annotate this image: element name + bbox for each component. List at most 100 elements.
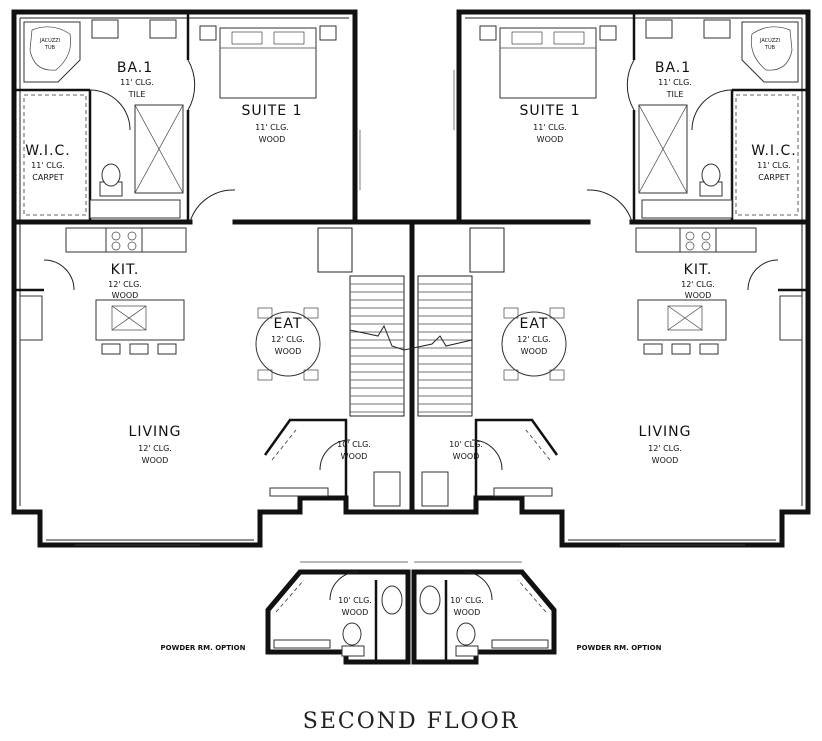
powder-left-wall — [265, 569, 411, 665]
right-living-ceiling: 12' CLG. — [648, 444, 682, 453]
powder-right-wall — [411, 569, 557, 665]
powder-left-sink — [381, 585, 403, 615]
powder-right-ceiling: 10' CLG. — [450, 596, 484, 605]
right-bath-sink-2 — [703, 19, 731, 39]
left-tub-line2: TUB — [44, 45, 56, 51]
left-fridge — [19, 295, 43, 341]
right-wic-door — [691, 89, 733, 131]
right-fridge — [779, 295, 803, 341]
left-stool-2 — [129, 343, 149, 355]
left-bath-finish: TILE — [128, 90, 146, 99]
right-cooktop — [679, 227, 717, 253]
left-kitchen-finish: WOOD — [112, 291, 139, 300]
powder-left-ceiling: 10' CLG. — [338, 596, 372, 605]
right-nightstand-2 — [599, 25, 617, 41]
right-suite-finish: WOOD — [537, 135, 564, 144]
right-suite-door — [586, 189, 633, 223]
powder-right-label: POWDER RM. OPTION — [577, 644, 662, 652]
right-wic-shelving — [735, 94, 799, 216]
right-wic-ceiling: 11' CLG. — [757, 161, 791, 170]
right-stool-2 — [671, 343, 691, 355]
right-suite-ceiling: 11' CLG. — [533, 123, 567, 132]
right-eat-finish: WOOD — [521, 347, 548, 356]
left-suite-finish: WOOD — [259, 135, 286, 144]
powder-right-toilet — [456, 622, 476, 646]
left-eat-finish: WOOD — [275, 347, 302, 356]
powder-right-finish: WOOD — [454, 608, 481, 617]
left-eat-table — [255, 311, 321, 377]
left-suite-ceiling: 11' CLG. — [255, 123, 289, 132]
powder-left-toilet — [342, 622, 362, 646]
right-bath-vanity — [641, 199, 733, 219]
left-hall-shelf — [269, 487, 329, 497]
right-stair — [417, 227, 505, 417]
left-wic-finish: CARPET — [32, 173, 63, 182]
left-stool-3 — [157, 343, 177, 355]
left-living-name: LIVING — [129, 424, 182, 440]
right-eat-table — [501, 311, 567, 377]
left-bath-sink-1 — [91, 19, 119, 39]
right-living-finish: WOOD — [652, 456, 679, 465]
left-wic-name: W.I.C. — [25, 143, 71, 159]
plan-title: SECOND FLOOR — [303, 709, 519, 734]
left-unit — [11, 9, 415, 548]
left-suite-bed — [219, 27, 317, 99]
left-nightstand-2 — [319, 25, 337, 41]
right-unit-outer-wall — [409, 9, 811, 548]
right-kitchen-finish: WOOD — [685, 291, 712, 300]
left-cooktop — [105, 227, 143, 253]
left-hall-closet — [373, 471, 401, 507]
left-bath-vanity — [89, 199, 181, 219]
left-living-ceiling: 12' CLG. — [138, 444, 172, 453]
right-jacuzzi-tub — [741, 21, 799, 83]
right-tub-line1: JACUZZI — [759, 38, 780, 44]
left-living-finish: WOOD — [142, 456, 169, 465]
left-tub-line1: JACUZZI — [39, 38, 60, 44]
right-bath-finish: TILE — [666, 90, 684, 99]
right-living-name: LIVING — [639, 424, 692, 440]
right-stool-1 — [643, 343, 663, 355]
left-kitchen-name: KIT. — [111, 262, 140, 278]
right-wic-name: W.I.C. — [751, 143, 797, 159]
right-hall-ceiling: 10' CLG. — [449, 440, 483, 449]
right-suite-bed — [499, 27, 597, 99]
left-unit-outer-wall — [11, 9, 415, 548]
right-pantry-door — [747, 259, 779, 291]
right-wic-finish: CARPET — [758, 173, 789, 182]
right-nightstand-1 — [479, 25, 497, 41]
right-tub-line2: TUB — [764, 45, 776, 51]
left-bath-toilet — [101, 163, 121, 187]
powder-right-sink — [419, 585, 441, 615]
left-wic-ceiling: 11' CLG. — [31, 161, 65, 170]
right-eat-ceiling: 12' CLG. — [517, 335, 551, 344]
left-kitchen-island — [95, 299, 185, 341]
left-island-sink — [111, 305, 147, 331]
right-suite-name: SUITE 1 — [519, 103, 580, 119]
left-bath-door — [187, 59, 196, 111]
left-hall-ceiling: 10' CLG. — [337, 440, 371, 449]
right-hall-shelf — [493, 487, 553, 497]
left-bath-name: BA.1 — [117, 60, 153, 76]
left-nightstand-1 — [199, 25, 217, 41]
right-bath-toilet — [701, 163, 721, 187]
left-eat-ceiling: 12' CLG. — [271, 335, 305, 344]
right-bath-door — [626, 59, 635, 111]
powder-left-label: POWDER RM. OPTION — [161, 644, 246, 652]
left-stair — [317, 227, 405, 417]
left-bath-sink-2 — [149, 19, 177, 39]
left-bath-ceiling: 11' CLG. — [120, 78, 154, 87]
left-wic-door — [89, 89, 131, 131]
stair-break-line — [349, 324, 473, 351]
left-eat-name: EAT — [274, 316, 303, 332]
left-stool-1 — [101, 343, 121, 355]
left-hall-wall — [263, 418, 348, 498]
left-jacuzzi-tub — [23, 21, 81, 83]
right-kitchen-ceiling: 12' CLG. — [681, 280, 715, 289]
right-bath-ceiling: 11' CLG. — [658, 78, 692, 87]
left-unit-inner-wall-line — [19, 17, 349, 541]
right-bath-name: BA.1 — [655, 60, 691, 76]
right-bath-sink-1 — [645, 19, 673, 39]
left-suite-door — [189, 189, 236, 223]
left-hall-finish: WOOD — [341, 452, 368, 461]
